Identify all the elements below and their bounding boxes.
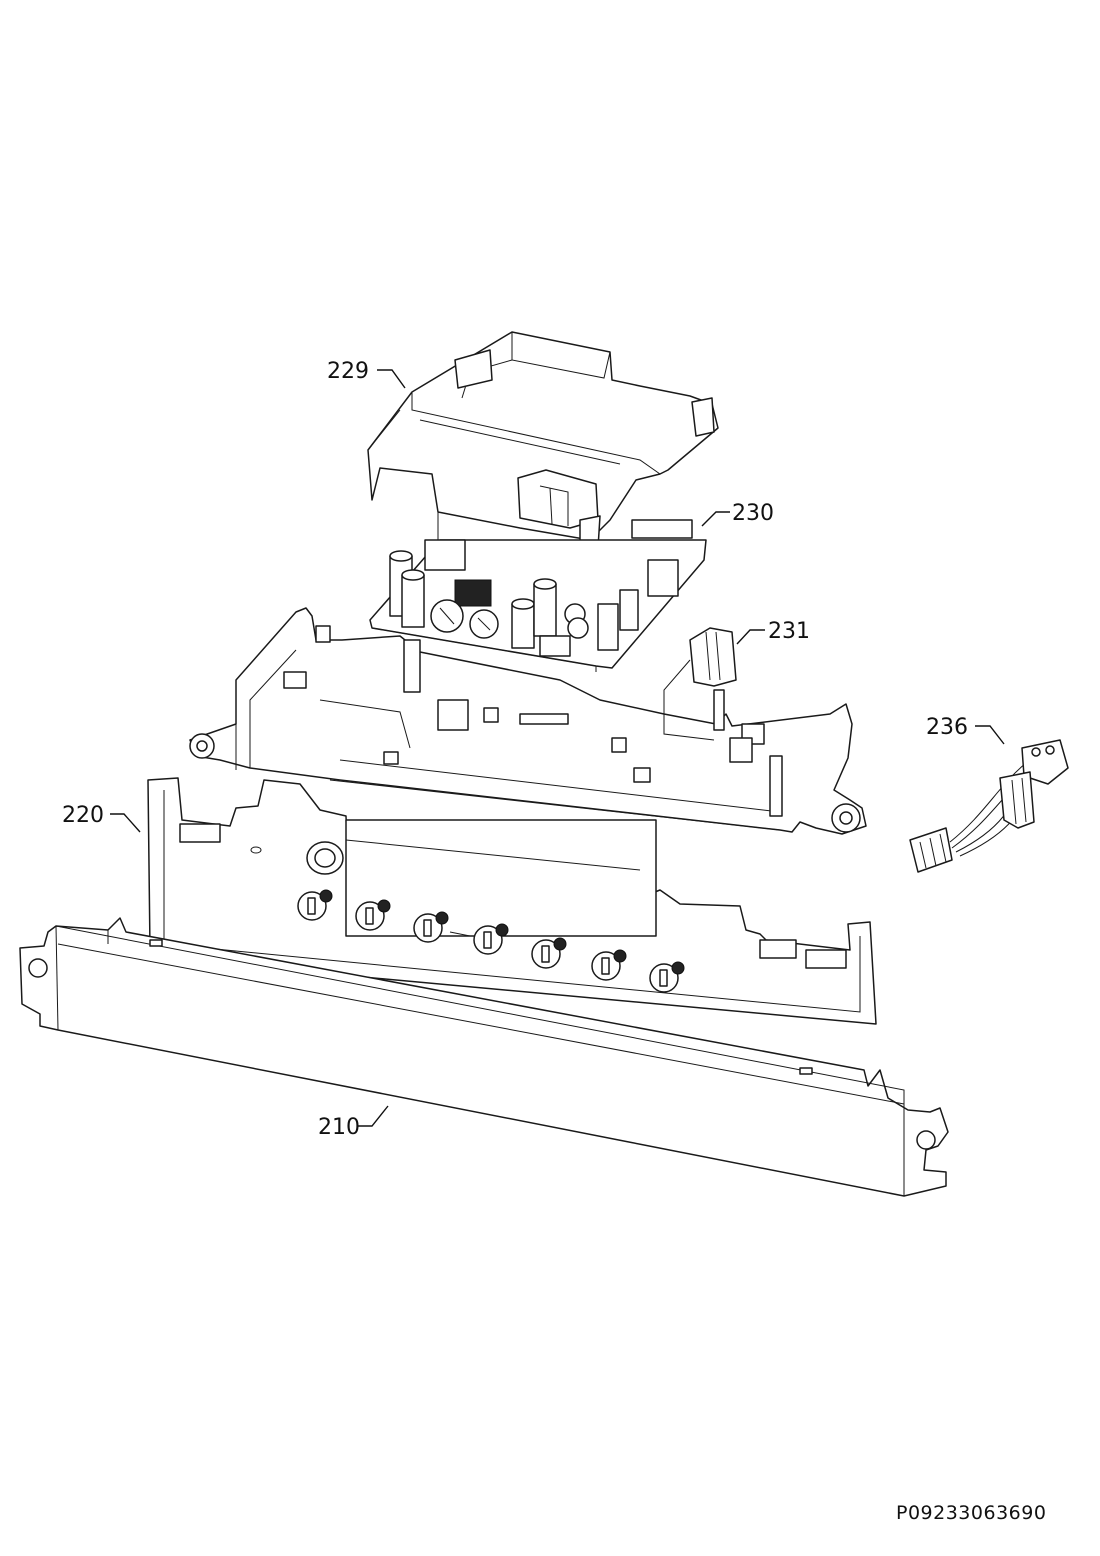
callout-229: 229 (327, 359, 406, 389)
part-231-bracket[interactable] (663, 627, 737, 741)
callout-236: 236 (926, 715, 1005, 745)
part-210-front-panel[interactable] (19, 917, 949, 1197)
part-label-231: 231 (768, 619, 810, 644)
part-label-229: 229 (327, 359, 369, 384)
part-230-pcb[interactable] (369, 519, 707, 672)
callout-210: 210 (318, 1105, 389, 1140)
document-code: P09233063690 (896, 1502, 1047, 1524)
push-button[interactable] (297, 889, 333, 921)
push-button-row (297, 889, 685, 993)
callout-231: 231 (736, 619, 810, 645)
push-button[interactable] (355, 899, 391, 931)
part-236-wiring-harness[interactable] (909, 739, 1069, 873)
part-label-236: 236 (926, 715, 968, 740)
push-button[interactable] (413, 911, 449, 943)
part-220-button-board[interactable] (147, 777, 877, 1025)
push-button[interactable] (473, 923, 509, 955)
callout-220: 220 (62, 803, 141, 833)
push-button[interactable] (531, 937, 567, 969)
part-label-220: 220 (62, 803, 104, 828)
push-button[interactable] (591, 949, 627, 981)
part-229-cover[interactable] (367, 331, 719, 551)
part-label-230: 230 (732, 501, 774, 526)
callout-230: 230 (701, 501, 774, 527)
push-button[interactable] (649, 961, 685, 993)
part-label-210: 210 (318, 1115, 360, 1140)
main-frame[interactable] (189, 607, 867, 835)
